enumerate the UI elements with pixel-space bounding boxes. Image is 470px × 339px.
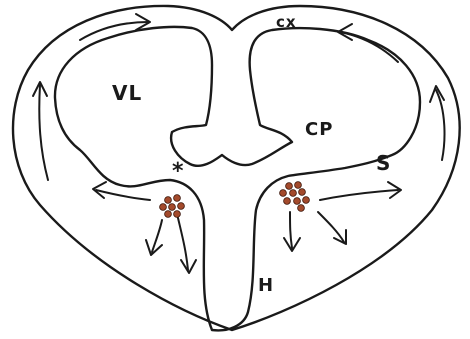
label-s: S (376, 151, 391, 175)
cell-cluster-left (160, 195, 185, 218)
arrow-right-cluster-down-2 (318, 212, 344, 242)
label-cx: cx (276, 13, 297, 31)
arrow-right-cluster-down-1 (290, 212, 292, 248)
ventricle-outline (55, 27, 420, 330)
arrow-right-cluster-to-wall (320, 190, 398, 200)
label-asterisk: * (172, 159, 185, 184)
outer-outline (13, 6, 460, 330)
label-cp: CP (305, 119, 333, 140)
label-h: H (258, 275, 274, 296)
arrow-top-right (340, 32, 398, 62)
label-vl: VL (112, 81, 142, 105)
cell-cluster-right (280, 182, 310, 212)
arrow-left-vertical (39, 85, 48, 180)
